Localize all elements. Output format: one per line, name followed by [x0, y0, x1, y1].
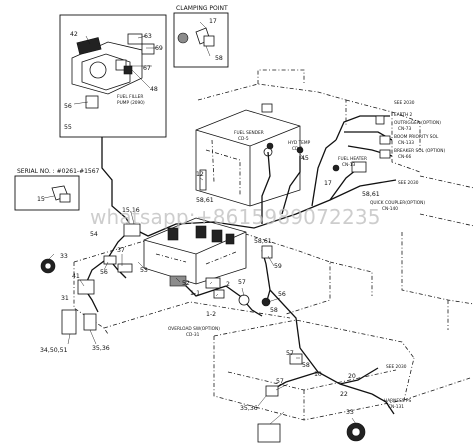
inset-fuel-filler-pump	[59, 14, 167, 138]
connector-58-lower	[289, 353, 303, 365]
label-harness-ps-code: CN-131	[388, 404, 404, 410]
clamp-37	[117, 263, 133, 273]
callout-35-36-right: 35,36	[240, 405, 258, 412]
watermark-text: whatsapp:+8615989072235	[90, 205, 381, 229]
label-see-2030-top: SEE 2030	[394, 100, 415, 106]
relay-41	[77, 279, 95, 295]
fuse-1-1	[213, 289, 225, 299]
callout-33-right: 33	[346, 409, 354, 416]
label-fuel-heater: FUEL HEATER	[338, 156, 367, 162]
callout-58-61-right: 58,61	[362, 191, 380, 198]
callout-37: 37	[117, 247, 125, 254]
callout-54: 54	[90, 231, 98, 238]
callout-67: 67	[143, 65, 151, 72]
label-fuel-heater-code: CN-13	[342, 162, 355, 168]
callout-35-36-left: 35,36	[92, 345, 110, 352]
callout-59: 59	[274, 263, 282, 270]
connector-54	[103, 255, 117, 265]
callout-53: 53	[140, 267, 148, 274]
quick-coupler-connector	[351, 161, 367, 173]
lamp-34	[61, 309, 77, 335]
callout-55: 55	[64, 124, 72, 131]
callout-1-1: 1-1	[190, 290, 200, 297]
callout-12: 12	[196, 171, 204, 178]
label-quick-coupler: QUICK COUPLER(OPTION)	[370, 200, 425, 206]
label-hyd-temp: HYD TEMP	[288, 140, 311, 146]
callout-56: 56	[64, 103, 72, 110]
label-breaker-sol: BREAKER SOL (OPTION)	[394, 148, 445, 154]
callout-58-61-center: 58,61	[254, 238, 272, 245]
label-quick-coupler-code: CN-140	[382, 206, 398, 212]
label-hyd-temp-code: CD-1	[292, 146, 303, 152]
connector-59	[261, 245, 273, 259]
label-boom-priority-code: CN-133	[398, 140, 414, 146]
overload-switch	[238, 294, 250, 306]
callout-17-right: 17	[324, 180, 332, 187]
clamping-point-title: CLAMPING POINT	[176, 5, 228, 12]
label-fuel-sender: FUEL SENDER	[234, 130, 264, 136]
relay-52	[169, 275, 187, 287]
callout-69: 69	[155, 45, 163, 52]
inset-clamping-point	[173, 12, 229, 68]
callout-57-lower-b: 57	[276, 378, 284, 385]
callout-22: 22	[340, 391, 348, 398]
label-breaker-sol-code: CN-66	[398, 154, 411, 160]
serial-number-label: SERIAL NO. : #0261-#1567	[17, 168, 100, 175]
label-harness-ps: HARNESS PS	[384, 398, 411, 404]
callout-58-clamp: 58	[215, 55, 223, 62]
callout-58-lower: 58	[302, 362, 310, 369]
inset-serial-number	[14, 175, 80, 211]
label-overload-sw: OVERLOAD SW(OPTION)	[168, 326, 220, 332]
callout-numbers: 42 63 69 67 48 56 55 17 58 15 15,16 54 3…	[37, 18, 380, 416]
callout-45: 45	[301, 155, 309, 162]
label-see-2030-mid: SEE 2030	[398, 180, 419, 186]
callout-34-50-51: 34,50,51	[40, 347, 68, 354]
lamp-35-36-right	[257, 423, 281, 443]
label-boom-priority: BOOM PRIORITY SOL	[394, 134, 439, 140]
callout-31: 31	[61, 295, 69, 302]
label-fuel-filler-pump: PUMP (2090)	[117, 100, 145, 106]
callout-57-mid: 57	[238, 279, 246, 286]
sensor-58	[261, 297, 271, 307]
callout-1-2: 1-2	[206, 311, 216, 318]
callout-41: 41	[72, 273, 80, 280]
callout-58-61-left: 58,61	[196, 197, 214, 204]
callout-56-right: 56	[278, 291, 286, 298]
callout-leaders	[47, 153, 357, 425]
lamp-35	[83, 313, 97, 331]
label-overload-sw-code: CD-31	[186, 332, 200, 338]
label-see-2030-bottom: SEE 2030	[386, 364, 407, 370]
label-fuel-filler: FUEL FILLER	[117, 94, 143, 100]
callout-2: 2	[226, 281, 230, 288]
fuel-tank	[195, 103, 301, 207]
callout-63: 63	[144, 33, 152, 40]
label-fuel-sender-code: CD-5	[238, 136, 249, 142]
label-outrigger-code: CN-73	[398, 126, 411, 132]
component-labels: FUEL FILLER PUMP (2090) FUEL SENDER CD-5…	[117, 94, 445, 410]
callout-15-16: 15,16	[122, 207, 140, 214]
callout-15: 15	[37, 196, 45, 203]
label-earth-2: EARTH 2	[394, 112, 413, 118]
label-outrigger: OUTRIGGER (OPTION)	[394, 120, 441, 126]
callout-17-clamp: 17	[209, 18, 217, 25]
callout-57-lower-a: 57	[286, 350, 294, 357]
relay-53	[205, 277, 221, 289]
callout-42: 42	[70, 31, 78, 38]
callout-10: 10	[314, 371, 322, 378]
connector-57-lower	[265, 385, 279, 397]
callout-33-left: 33	[60, 253, 68, 260]
callout-56-mid: 56	[100, 269, 108, 276]
callout-52: 52	[182, 280, 190, 287]
callout-20: 20	[348, 373, 356, 380]
callout-58-mid: 58	[270, 307, 278, 314]
connector-15-16	[123, 223, 141, 237]
callout-48: 48	[150, 86, 158, 93]
